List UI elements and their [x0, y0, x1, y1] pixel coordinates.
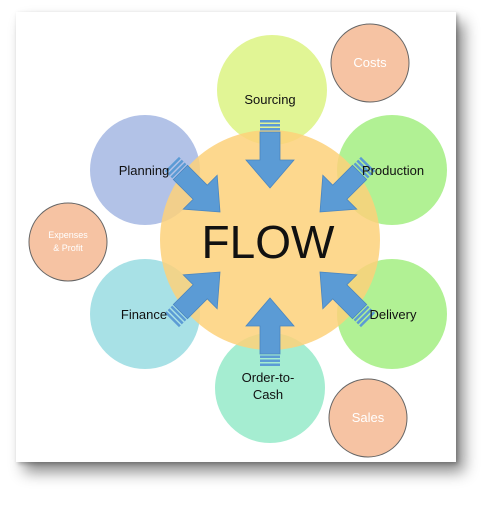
finance-label: Finance	[121, 307, 167, 322]
planning-label: Planning	[119, 163, 170, 178]
expenses-label-line2: & Profit	[53, 243, 83, 253]
order-to-cash-circle	[215, 333, 325, 443]
sales-label: Sales	[352, 410, 385, 425]
sourcing-label: Sourcing	[244, 92, 295, 107]
production-label: Production	[362, 163, 424, 178]
sales-circle	[328, 378, 408, 458]
order-to-cash-label-line1: Order-to-	[242, 370, 295, 385]
order-to-cash-label-line2: Cash	[253, 387, 283, 402]
flow-center-label: FLOW	[202, 216, 335, 268]
sourcing-circle	[217, 35, 327, 145]
expenses-label-line1: Expenses	[48, 230, 88, 240]
expenses-profit-circle	[28, 202, 108, 282]
costs-circle	[330, 23, 410, 103]
costs-label: Costs	[353, 55, 387, 70]
delivery-label: Delivery	[370, 307, 417, 322]
